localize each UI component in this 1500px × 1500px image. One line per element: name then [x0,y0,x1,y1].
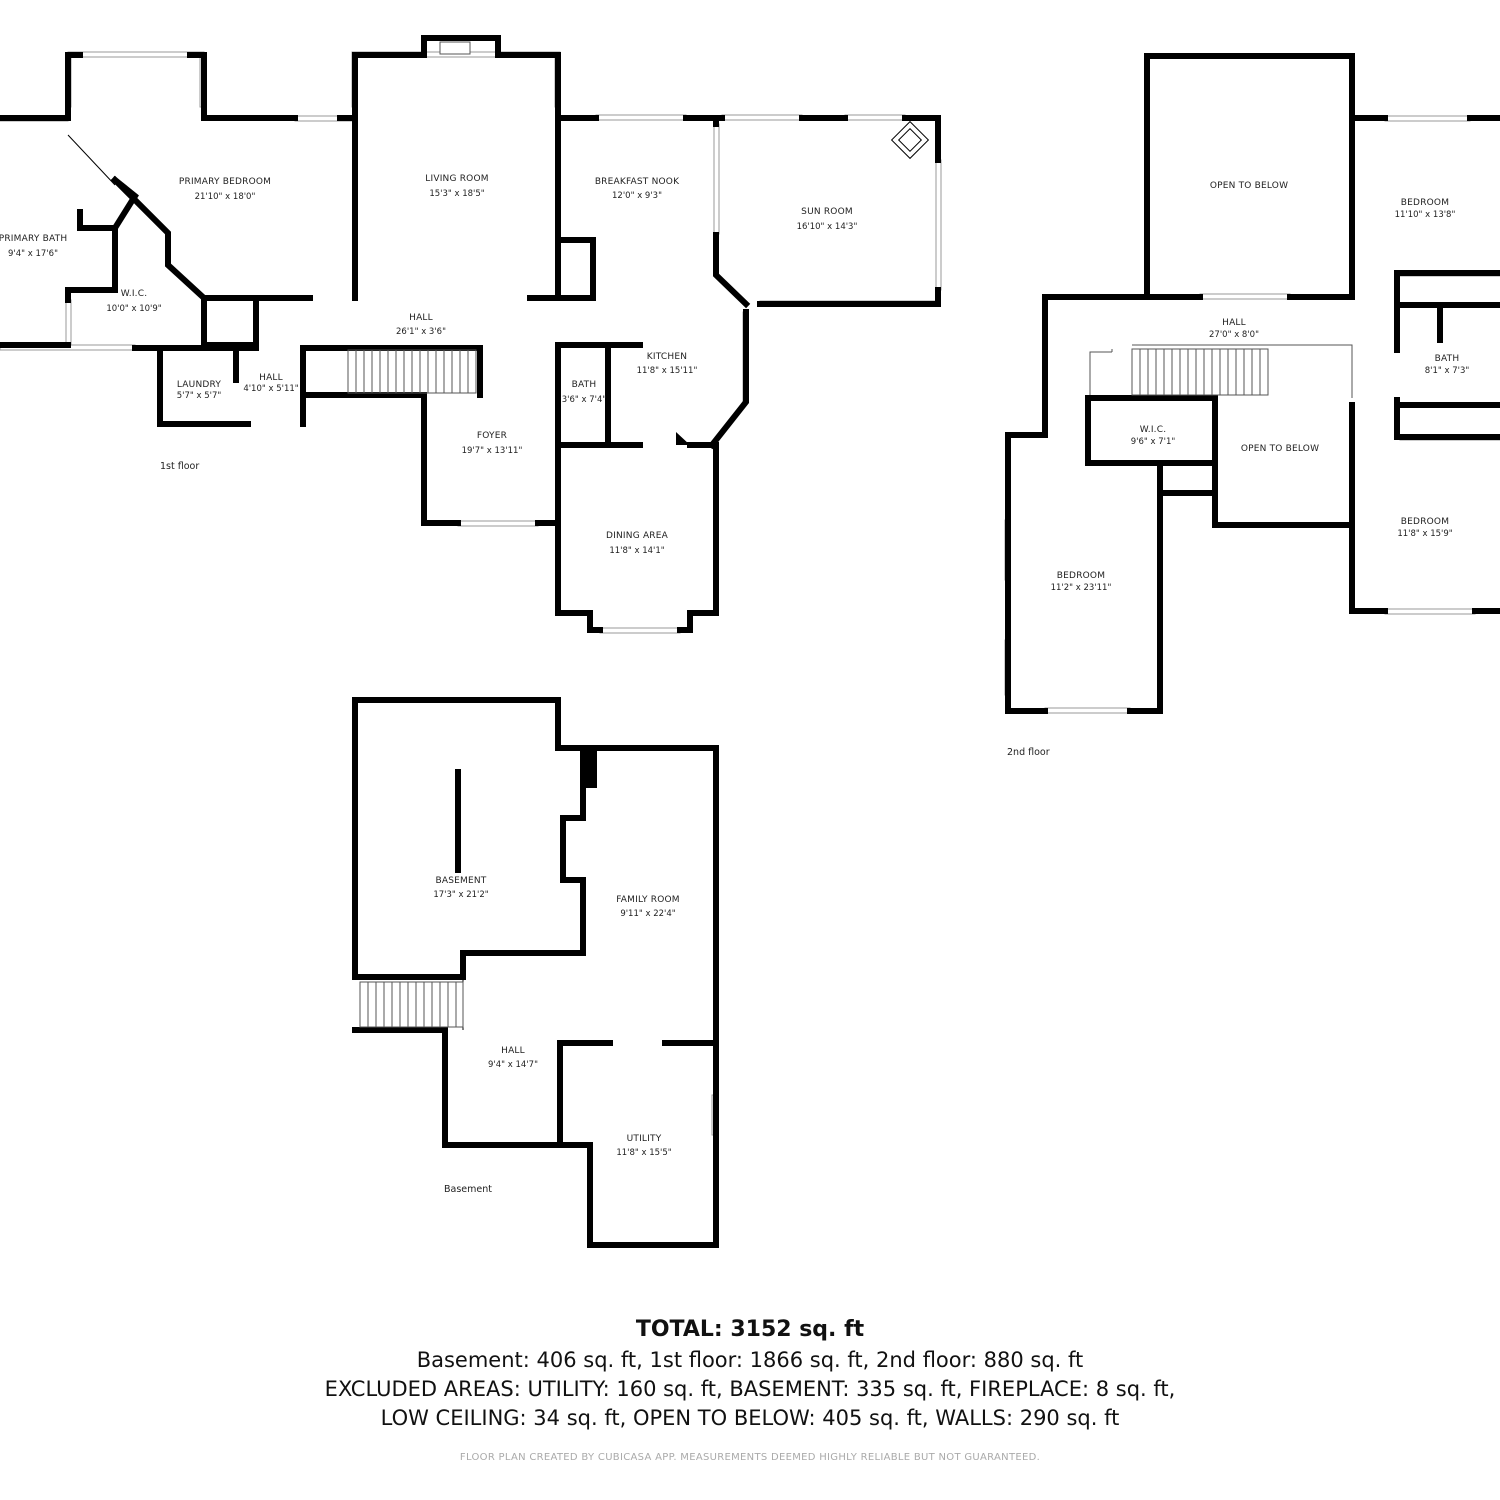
excluded-areas-line-2: LOW CEILING: 34 sq. ft, OPEN TO BELOW: 4… [380,1406,1120,1430]
room-dimensions: 11'2" x 23'11" [1051,583,1112,593]
room-name: BEDROOM [1401,198,1449,208]
room-dimensions: 10'0" x 10'9" [106,304,161,314]
disclaimer-footer: FLOOR PLAN CREATED BY CUBICASA APP. MEAS… [459,1452,1041,1463]
floor-label: 1st floor [160,461,199,472]
room-dimensions: 5'7" x 5'7" [177,391,222,401]
first-floor-plan [0,35,942,634]
floor-label: Basement [444,1184,492,1195]
room-name: W.I.C. [1140,425,1167,435]
room-dimensions: 26'1" x 3'6" [396,327,446,337]
floor-areas-line: Basement: 406 sq. ft, 1st floor: 1866 sq… [416,1348,1084,1372]
room-dimensions: 9'4" x 17'6" [8,249,58,259]
room-name: BASEMENT [435,876,486,886]
room-name: DINING AREA [606,531,669,541]
room-dimensions: 16'10" x 14'3" [797,222,858,232]
room-name: UTILITY [627,1134,662,1144]
room-dimensions: 9'6" x 7'1" [1131,437,1176,447]
room-name: FAMILY ROOM [616,895,680,905]
room-name: LAUNDRY [177,380,222,390]
room-name: W.I.C. [121,289,148,299]
room-dimensions: 15'3" x 18'5" [429,189,484,199]
room-dimensions: 11'8" x 15'5" [616,1148,671,1158]
floor-label: 2nd floor [1007,747,1050,758]
room-name: PRIMARY BEDROOM [179,177,271,187]
room-name: BEDROOM [1057,571,1105,581]
room-labels: PRIMARY BEDROOM 21'10" x 18'0" LIVING RO… [0,174,1469,1195]
room-name: HALL [259,373,283,383]
room-name: HALL [501,1046,525,1056]
room-name: KITCHEN [647,352,687,362]
room-name: HALL [409,313,433,323]
room-name: BATH [572,380,597,390]
floor-plan-drawing: PRIMARY BEDROOM 21'10" x 18'0" LIVING RO… [0,35,1500,1248]
room-dimensions: 9'11" x 22'4" [620,909,675,919]
room-dimensions: 3'6" x 7'4" [562,395,607,405]
basement-plan [352,697,719,1248]
excluded-areas-line: EXCLUDED AREAS: UTILITY: 160 sq. ft, BAS… [324,1377,1176,1401]
room-name: SUN ROOM [801,207,853,217]
room-dimensions: 11'8" x 14'1" [609,546,664,556]
total-area: TOTAL: 3152 sq. ft [635,1317,865,1342]
room-dimensions: 9'4" x 14'7" [488,1060,538,1070]
room-name: FOYER [477,431,507,441]
room-name: BREAKFAST NOOK [595,177,680,187]
room-dimensions: 12'0" x 9'3" [612,191,662,201]
room-name: HALL [1222,318,1246,328]
room-name: OPEN TO BELOW [1241,444,1319,454]
room-dimensions: 21'10" x 18'0" [195,192,256,202]
room-dimensions: 4'10" x 5'11" [243,384,298,394]
room-name: LIVING ROOM [425,174,488,184]
room-name: OPEN TO BELOW [1210,181,1288,191]
second-floor-plan [1004,53,1500,714]
room-dimensions: 8'1" x 7'3" [1425,366,1470,376]
room-dimensions: 11'8" x 15'9" [1397,529,1452,539]
room-name: BATH [1435,354,1460,364]
room-dimensions: 19'7" x 13'11" [462,446,523,456]
room-dimensions: 11'10" x 13'8" [1395,210,1456,220]
room-dimensions: 17'3" x 21'2" [433,890,488,900]
room-dimensions: 27'0" x 8'0" [1209,330,1259,340]
room-dimensions: 11'8" x 15'11" [637,366,698,376]
room-name: BEDROOM [1401,517,1449,527]
room-name: PRIMARY BATH [0,234,67,244]
